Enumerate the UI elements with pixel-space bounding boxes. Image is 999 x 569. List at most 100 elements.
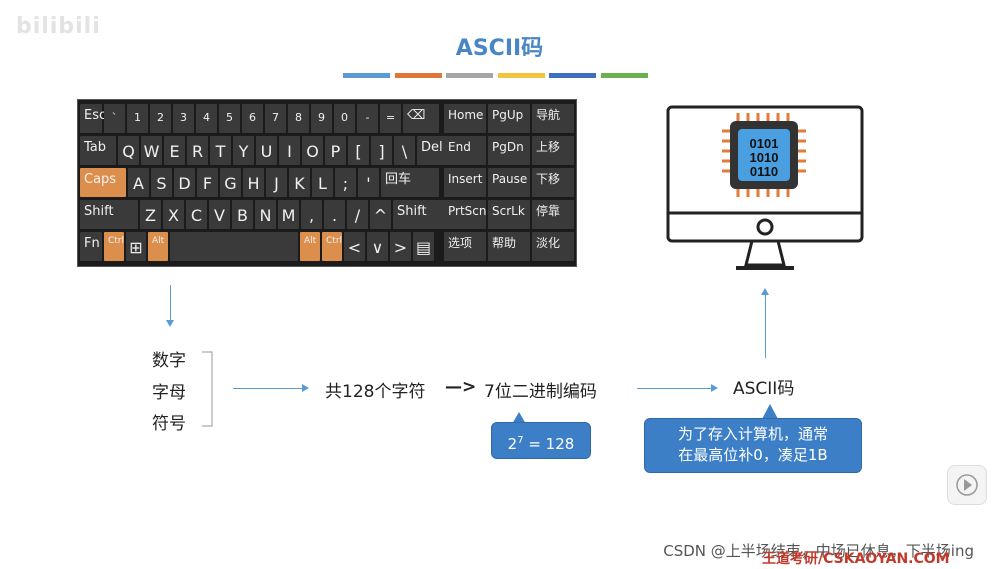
keyboard-key: [ (348, 136, 369, 165)
calc-callout-pointer (512, 412, 526, 424)
inline-arrow: —> (445, 377, 477, 397)
keyboard-key: 回车 (381, 168, 439, 197)
note-callout-pointer (762, 404, 778, 419)
keyboard-key: 6 (242, 104, 263, 133)
keyboard-key: ▤ (413, 232, 434, 261)
keyboard-key: S (151, 168, 172, 197)
keyboard-key: Pause (488, 168, 530, 197)
keyboard-key: ` (104, 104, 125, 133)
keyboard-key: . (324, 200, 345, 229)
keyboard-key: Shift (80, 200, 138, 229)
keyboard-key: ⌫ (403, 104, 439, 133)
wangdao-brand: 王道考研/CSKAOYAN.COM (762, 551, 950, 567)
chip-binary-line: 0101 (750, 136, 779, 151)
keyboard-key: / (347, 200, 368, 229)
keyboard-key: P (325, 136, 346, 165)
keyboard-key: M (278, 200, 299, 229)
keyboard-key: K (289, 168, 310, 197)
chip-binary-line: 1010 (750, 150, 779, 165)
keyboard-key: Q (118, 136, 139, 165)
keyboard-key: I (279, 136, 300, 165)
cpu-chip-icon: 0101 1010 0110 (722, 113, 806, 197)
keyboard-key: = (380, 104, 401, 133)
keyboard-key: Tab (80, 136, 116, 165)
category-digits: 数字 (152, 351, 186, 371)
keyboard-key: ⊞ (126, 232, 146, 261)
keyboard-key: 7 (265, 104, 286, 133)
title-color-bar (446, 73, 493, 78)
keyboard-key: X (163, 200, 184, 229)
title-color-bar (497, 73, 545, 78)
keyboard-key: 3 (173, 104, 194, 133)
keyboard-key: 0 (334, 104, 355, 133)
keyboard-key: Esc (80, 104, 106, 133)
keyboard-key: U (256, 136, 277, 165)
title-color-bar (394, 73, 442, 78)
keyboard-key: 2 (150, 104, 171, 133)
keyboard-key: Z (140, 200, 161, 229)
category-letters: 字母 (152, 383, 186, 403)
keyboard-key: 9 (311, 104, 332, 133)
calc-exponent: 7 (517, 435, 524, 446)
title-color-bar (600, 73, 648, 78)
keyboard-key: 下移 (532, 168, 574, 197)
title-color-bar (343, 73, 390, 78)
play-icon (956, 474, 978, 496)
calc-callout: 27 = 128 (491, 422, 591, 459)
keyboard-key: B (232, 200, 253, 229)
encoding-label: 7位二进制编码 (484, 382, 597, 402)
keyboard-key: 淡化 (532, 232, 574, 261)
keyboard-key: Alt (300, 232, 320, 261)
right-arrow-line-2 (637, 388, 712, 389)
keyboard-key: N (255, 200, 276, 229)
keyboard-key: 导航 (532, 104, 574, 133)
right-arrow-line-1 (233, 388, 303, 389)
up-arrow-line (765, 294, 766, 358)
keyboard-key: D (174, 168, 195, 197)
keyboard-key: C (186, 200, 207, 229)
keyboard-key: Ctrl (104, 232, 124, 261)
count-label: 共128个字符 (325, 382, 426, 402)
category-symbols: 符号 (152, 414, 186, 434)
keyboard-key: F (197, 168, 218, 197)
chip-binary-line: 0110 (750, 164, 778, 179)
keyboard-key: - (357, 104, 378, 133)
keyboard-key: W (141, 136, 162, 165)
keyboard-key: 4 (196, 104, 217, 133)
ascii-label: ASCII码 (733, 379, 795, 399)
keyboard-key: ] (371, 136, 392, 165)
keyboard-key: Alt (148, 232, 168, 261)
keyboard-key: E (164, 136, 185, 165)
keyboard-key: \ (394, 136, 415, 165)
play-button[interactable] (947, 465, 987, 505)
down-arrow-line (170, 285, 171, 323)
keyboard-key: V (209, 200, 230, 229)
keyboard-key: Fn (80, 232, 102, 261)
note-line-2: 在最高位补0，凑足1B (678, 446, 828, 464)
note-callout: 为了存入计算机，通常 在最高位补0，凑足1B (644, 418, 862, 473)
keyboard-key: ^ (370, 200, 391, 229)
keyboard-key: L (312, 168, 333, 197)
keyboard-key: 选项 (444, 232, 486, 261)
keyboard-key: PgUp (488, 104, 530, 133)
page-title: ASCII码 (455, 36, 544, 61)
keyboard-key: ; (335, 168, 356, 197)
keyboard-key: R (187, 136, 208, 165)
right-arrow-head-1 (302, 384, 309, 392)
keyboard-key: Home (444, 104, 486, 133)
keyboard-key: Y (233, 136, 254, 165)
keyboard-key: 1 (127, 104, 148, 133)
keyboard-key: 停靠 (532, 200, 574, 229)
keyboard-key: H (243, 168, 264, 197)
keyboard-key: < (344, 232, 365, 261)
keyboard-key: ' (358, 168, 379, 197)
right-brace (202, 351, 213, 427)
keyboard-key: PrtScn (444, 200, 486, 229)
keyboard-key: O (302, 136, 323, 165)
keyboard-key: > (390, 232, 411, 261)
keyboard-key: ScrLk (488, 200, 530, 229)
bilibili-watermark: bilibili (16, 14, 101, 39)
up-arrow-head (761, 288, 769, 295)
right-arrow-head-2 (711, 384, 718, 392)
